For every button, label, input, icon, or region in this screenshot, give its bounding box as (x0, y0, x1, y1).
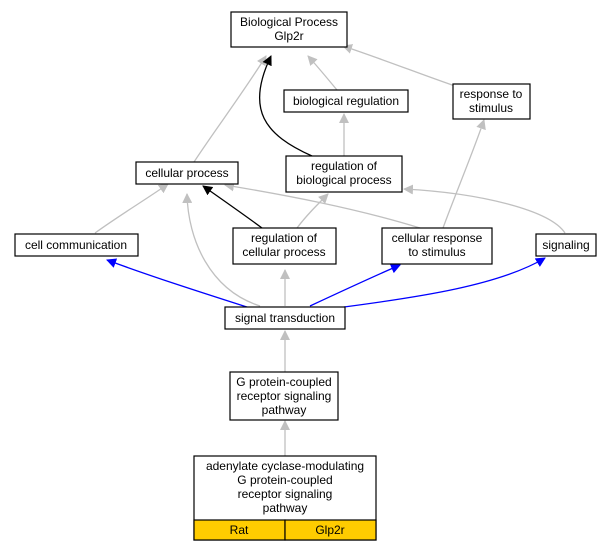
node-label-line: biological process (296, 173, 391, 187)
edge-st-regulates-sig (343, 257, 546, 308)
node-label-line: cellular process (145, 166, 228, 180)
edge-rbp-to-bp (258, 55, 313, 157)
node-label-line: G protein-coupled (236, 375, 331, 389)
annotation-row: Rat Glp2r (193, 519, 377, 541)
node-label-line: receptor signaling (238, 487, 333, 501)
node-label-line: signaling (542, 238, 589, 252)
annotation-gene: Glp2r (315, 523, 344, 537)
node-label-line: cellular response (392, 231, 483, 245)
node-label-line: response to (460, 87, 523, 101)
node-cell-communication[interactable]: cell communication (14, 233, 139, 257)
node-label-line: G protein-coupled (237, 473, 332, 487)
edge-cc-to-cp (94, 183, 169, 234)
edge-st-to-cp (182, 193, 261, 307)
edge-st-regulates-cc (106, 258, 251, 309)
edge-rcp-to-rbp (296, 193, 329, 229)
node-label-line: cell communication (25, 238, 127, 252)
edge-crs-to-rts (442, 119, 486, 229)
node-label-line: stimulus (469, 101, 513, 115)
annotation-species: Rat (230, 523, 249, 537)
edge-cp-to-bp (193, 55, 267, 163)
node-gpcr-signaling-pathway[interactable]: G protein-coupled receptor signaling pat… (229, 371, 339, 421)
node-signal-transduction[interactable]: signal transduction (224, 306, 346, 330)
node-signaling[interactable]: signaling (535, 233, 597, 257)
annotation-gene-cell (284, 519, 377, 541)
node-label-line: pathway (263, 501, 308, 515)
edge-sig-to-rbp (403, 184, 566, 234)
node-cellular-process[interactable]: cellular process (135, 161, 239, 185)
node-label-line: signal transduction (235, 311, 335, 325)
edges (94, 44, 566, 456)
node-label-line: to stimulus (408, 245, 465, 259)
node-label-line: adenylate cyclase-modulating (206, 459, 364, 473)
edge-st-regulates-crs (309, 263, 401, 307)
edge-br-to-bp (307, 55, 338, 91)
node-label-line: biological regulation (293, 94, 399, 108)
node-label-line: Biological Process (240, 15, 338, 29)
node-label-line: pathway (262, 403, 307, 417)
node-response-to-stimulus[interactable]: response to stimulus (452, 83, 531, 120)
node-regulation-of-cellular-process[interactable]: regulation of cellular process (232, 227, 337, 265)
node-label-line: receptor signaling (237, 389, 332, 403)
node-biological-process[interactable]: Biological Process Glp2r (230, 11, 348, 48)
node-cellular-response-to-stimulus[interactable]: cellular response to stimulus (381, 227, 493, 265)
node-regulation-of-biological-process[interactable]: regulation of biological process (285, 155, 403, 193)
node-biological-regulation[interactable]: biological regulation (283, 89, 409, 113)
node-label-line: regulation of (311, 159, 378, 173)
edge-rts-to-bp (342, 44, 456, 87)
edge-rcp-to-cp (202, 185, 263, 229)
node-label-line: Glp2r (274, 29, 303, 43)
node-label-line: regulation of (251, 231, 318, 245)
node-label-line: cellular process (242, 245, 325, 259)
